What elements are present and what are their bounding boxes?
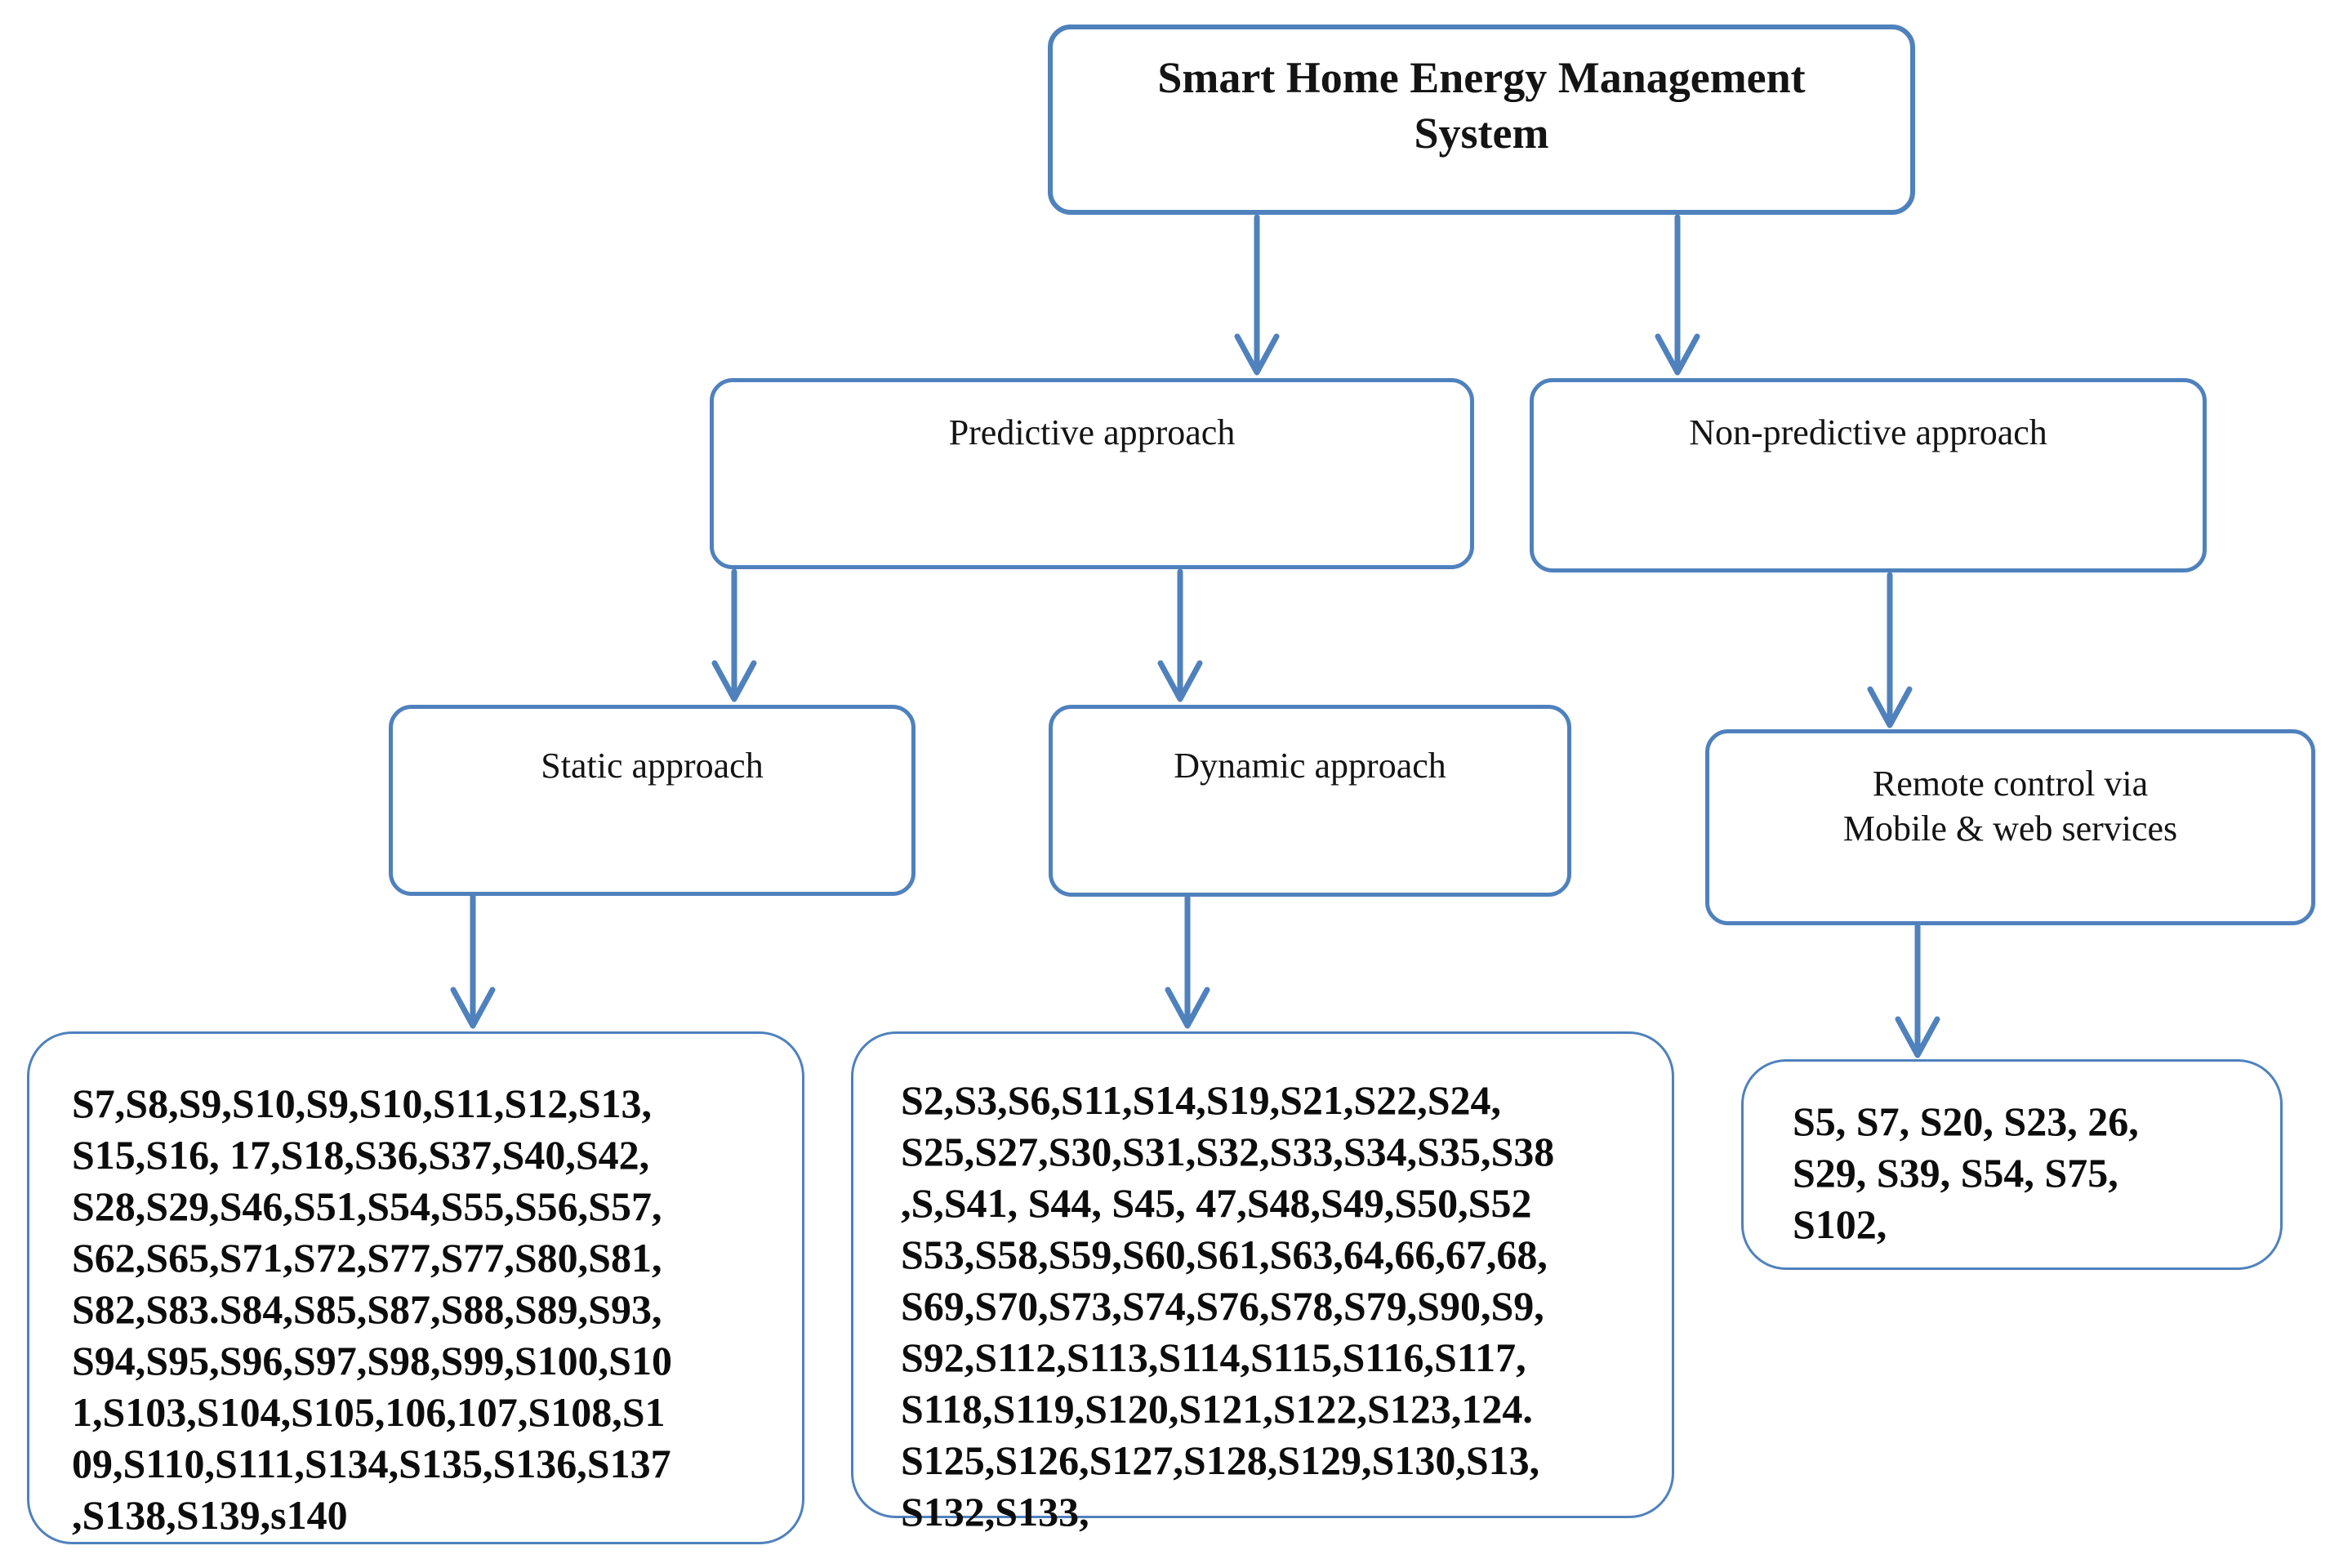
node-non-predictive-approach: Non-predictive approach	[1530, 378, 2207, 572]
non-predictive-node-label: Non-predictive approach	[1689, 412, 2047, 452]
static-studies-text: S7,S8,S9,S10,S9,S10,S11,S12,S13,S15,S16,…	[72, 1080, 672, 1538]
static-studies-list: S7,S8,S9,S10,S9,S10,S11,S12,S13,S15,S16,…	[27, 1031, 804, 1544]
arrow-remote-to-list	[1895, 923, 1940, 1058]
arrow-predictive-to-dynamic	[1157, 568, 1203, 702]
remote-node-label: Remote control via Mobile & web services	[1709, 733, 2311, 851]
node-predictive-approach: Predictive approach	[710, 378, 1474, 569]
remote-studies-text: S5, S7, S20, S23, 26,S29, S39, S54, S75,…	[1793, 1098, 2139, 1247]
arrow-root-to-predictive	[1234, 214, 1280, 376]
root-node-label: Smart Home Energy Management System	[1157, 53, 1806, 158]
dynamic-studies-text: S2,S3,S6,S11,S14,S19,S21,S22,S24,S25,S27…	[901, 1077, 1555, 1535]
arrow-dynamic-to-list	[1165, 894, 1210, 1029]
node-static-approach: Static approach	[389, 705, 916, 896]
remote-studies-list: S5, S7, S20, S23, 26,S29, S39, S54, S75,…	[1741, 1059, 2283, 1270]
arrow-non-predictive-to-remote	[1867, 572, 1913, 728]
arrow-predictive-to-static	[711, 568, 757, 702]
node-smart-home-energy-management-system: Smart Home Energy Management System	[1048, 24, 1915, 215]
node-dynamic-approach: Dynamic approach	[1049, 705, 1571, 897]
remote-node-label-line2: Mobile & web services	[1842, 808, 2178, 849]
predictive-node-label: Predictive approach	[948, 412, 1236, 452]
remote-node-label-line1: Remote control via	[1872, 764, 2149, 804]
dynamic-node-label: Dynamic approach	[1174, 746, 1446, 786]
dynamic-studies-list: S2,S3,S6,S11,S14,S19,S21,S22,S24,S25,S27…	[851, 1031, 1674, 1535]
arrow-static-to-list	[450, 893, 496, 1029]
node-remote-control: Remote control via Mobile & web services	[1705, 729, 2315, 925]
arrow-root-to-non-predictive	[1655, 214, 1700, 376]
static-node-label: Static approach	[541, 746, 764, 786]
